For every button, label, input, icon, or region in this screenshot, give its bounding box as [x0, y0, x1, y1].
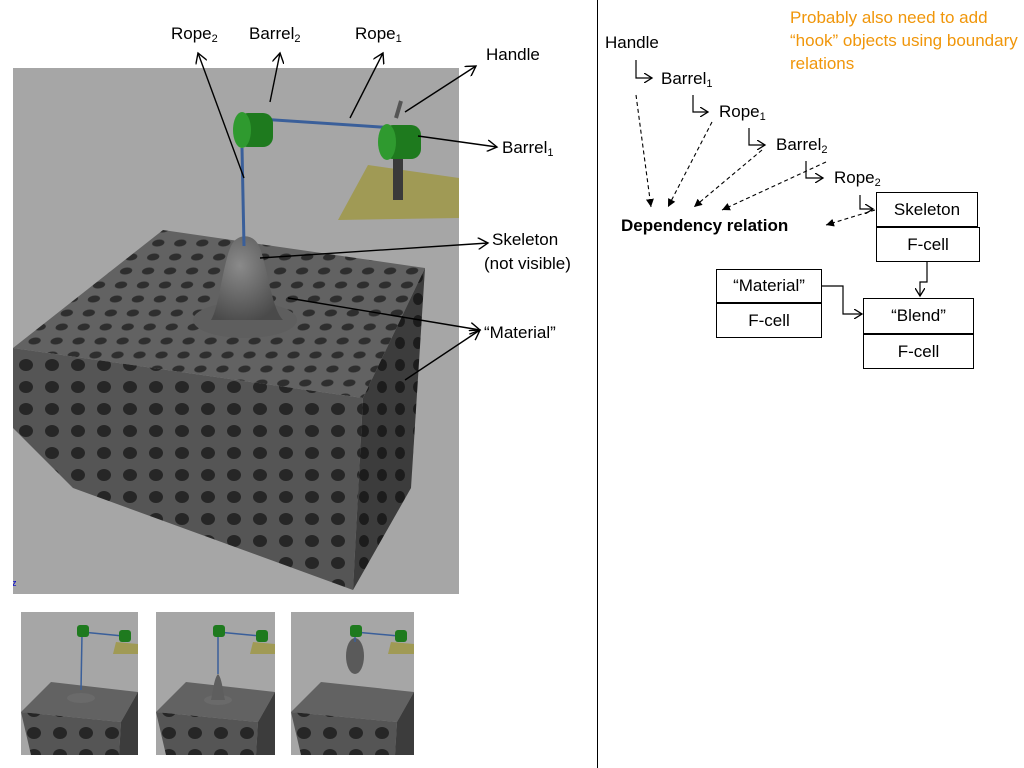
barrel2-shape [233, 112, 273, 148]
scene-drawing [13, 100, 459, 590]
hier-rope2: Rope2 [834, 168, 881, 189]
hier-arrow-rope2-skeleton [859, 195, 873, 209]
arrow-material-to-blend [822, 285, 862, 314]
box-skeleton-fcell: F-cell [876, 227, 980, 262]
handle-post [393, 140, 403, 200]
label-skeleton: Skeleton [492, 230, 559, 249]
label-rope1: Rope1 [355, 24, 402, 45]
label-handle: Handle [486, 45, 540, 64]
handle-crank [394, 100, 403, 119]
hier-handle: Handle [605, 33, 659, 52]
hier-arrow-barrel1-rope1 [692, 95, 708, 112]
orange-note: Probably also need to add “hook” objects… [790, 8, 1018, 73]
dependency-relation-label: Dependency relation [621, 216, 789, 235]
hier-arrow-barrel2-rope2 [805, 161, 823, 178]
box-blend-fcell: F-cell [863, 334, 974, 369]
dep-arrow-skeleton [825, 209, 876, 227]
dep-arrow-barrel2 [721, 161, 827, 211]
label-rope2: Rope2 [171, 24, 218, 45]
box-material: “Material” [716, 269, 822, 303]
hier-barrel1: Barrel1 [661, 69, 713, 90]
thumbnail-1 [21, 612, 138, 755]
dep-arrow-handle [635, 94, 654, 208]
dep-arrow-rope1 [693, 149, 763, 208]
hier-rope1: Rope1 [719, 102, 766, 123]
rope2-strand [240, 147, 246, 247]
arrow-fcell-to-blend [920, 262, 928, 296]
label-material: “Material” [484, 323, 556, 342]
hier-arrow-rope1-barrel2 [748, 128, 765, 145]
box-skeleton: Skeleton [876, 192, 978, 227]
hier-barrel2: Barrel2 [776, 135, 828, 156]
box-material-fcell: F-cell [716, 303, 822, 338]
cube-front-face [13, 348, 363, 590]
main-scene-render: z [13, 68, 459, 594]
label-barrel1: Barrel1 [502, 138, 554, 159]
hier-arrow-handle-barrel1 [635, 60, 652, 78]
barrel1-shape [378, 124, 421, 160]
label-not-visible: (not visible) [484, 254, 571, 273]
thumbnail-2 [156, 612, 275, 755]
vertical-divider [597, 0, 598, 768]
label-barrel2: Barrel2 [249, 24, 301, 45]
corner-mark: z [13, 578, 17, 588]
dep-arrow-barrel1 [667, 121, 713, 208]
box-blend: “Blend” [863, 298, 974, 334]
bump-dome [211, 236, 283, 320]
thumbnail-3 [291, 612, 414, 755]
